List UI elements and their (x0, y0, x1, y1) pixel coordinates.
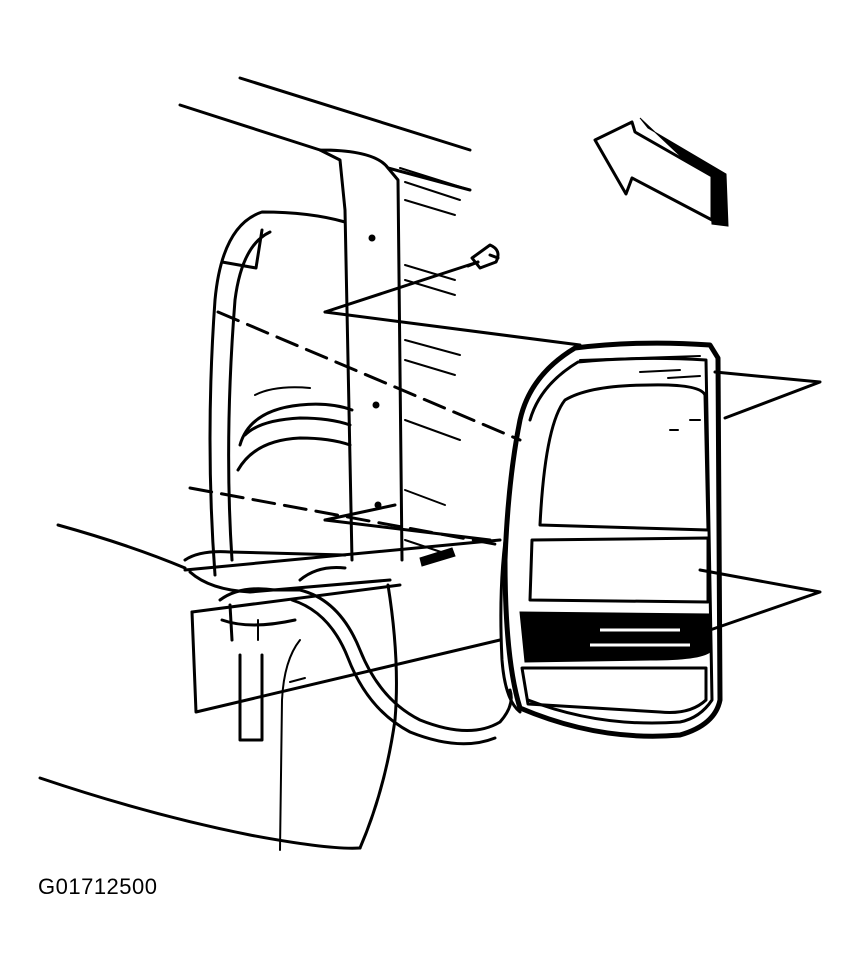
wiring-harness (218, 547, 513, 851)
figure-id-label: G01712500 (38, 874, 158, 899)
lower-body-panel (38, 523, 502, 850)
tail-lamp-assembly (499, 340, 723, 739)
direction-arrow-icon (593, 117, 729, 227)
truck-bed-side (178, 76, 472, 562)
callout-leaders (323, 260, 822, 632)
alignment-lines (188, 310, 522, 547)
lamp-pocket (183, 210, 392, 594)
